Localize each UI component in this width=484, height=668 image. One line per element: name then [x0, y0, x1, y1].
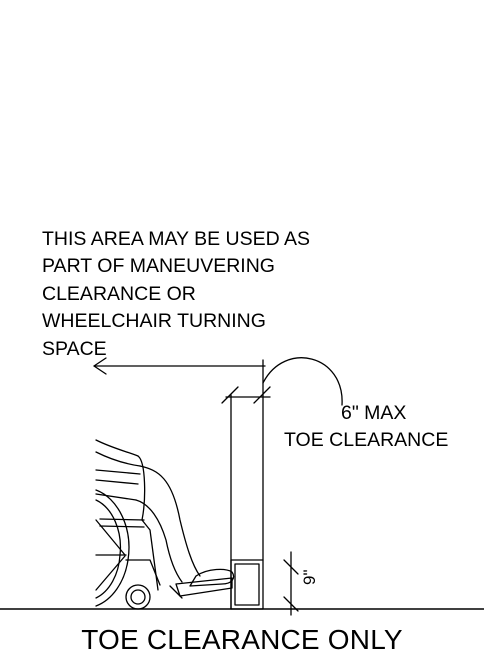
note-line: THIS AREA MAY BE USED AS	[42, 228, 311, 250]
note-line: SPACE	[42, 337, 107, 360]
nine-inch-label: 9"	[300, 569, 319, 586]
maneuvering-area-arrow	[93, 357, 266, 375]
wheelchair-figure	[95, 439, 235, 610]
nine-inch-dimension	[283, 551, 299, 616]
rear-wheel	[95, 489, 130, 607]
six-inch-dimension	[221, 386, 271, 404]
toe-kick-box	[230, 559, 264, 610]
toe-clearance-label: TOE CLEARANCE	[284, 429, 449, 451]
six-inch-max-label: 6" MAX	[341, 402, 407, 424]
diagram-title: TOE CLEARANCE ONLY	[81, 624, 403, 655]
toe-kick-inner	[234, 563, 260, 606]
note-line: PART OF MANEUVERING	[42, 255, 275, 278]
note-line: WHEELCHAIR TURNING	[42, 310, 266, 333]
caster-wheel	[125, 584, 151, 610]
maneuvering-area-note: THIS AREA MAY BE USED AS PART OF MANEUVE…	[42, 226, 310, 363]
toe-clearance-leader	[262, 357, 343, 406]
note-line: CLEARANCE OR	[42, 282, 196, 305]
